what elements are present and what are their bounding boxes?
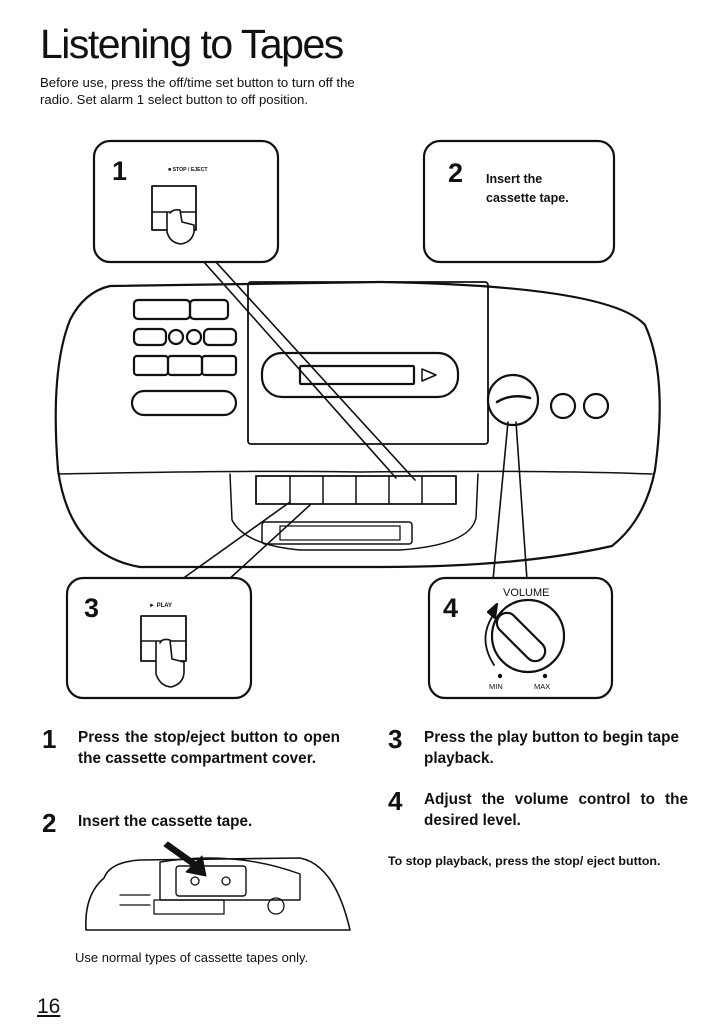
insert-arrow-icon: [163, 841, 207, 877]
page-number: 16: [37, 995, 61, 1018]
panel-4: [427, 576, 614, 700]
cassette-window: [247, 281, 489, 445]
control-button: [200, 354, 238, 377]
panel-3-label: ► PLAY: [149, 603, 172, 609]
intro-text: Before use, press the off/time set butto…: [40, 75, 355, 107]
panel-4-number: 4: [443, 593, 458, 623]
control-button: [130, 389, 238, 417]
speaker-dot: [582, 392, 610, 420]
step-3: 3 Press the play button to begin tape pl…: [388, 724, 688, 769]
hand-icon: [155, 638, 185, 688]
volume-min-label: MIN: [489, 682, 503, 691]
step-number: 3: [388, 724, 403, 754]
cassette-caption: Use normal types of cassette tapes only.: [75, 950, 309, 965]
panel-3-number: 3: [84, 593, 99, 623]
control-button: [188, 298, 230, 321]
panel-2-text-line1: Insert the: [486, 172, 542, 186]
speaker-dot: [549, 392, 577, 420]
cassette-radio-small: [85, 857, 351, 931]
control-button: [166, 354, 204, 377]
control-button: [132, 354, 170, 377]
step-2: 2 Insert the cassette tape.: [42, 808, 340, 838]
step-text: Press the play button to begin tape play…: [424, 729, 679, 767]
panel-1: [92, 139, 280, 264]
panel-1-number: 1: [112, 156, 127, 186]
step-text: Insert the cassette tape.: [78, 813, 253, 830]
step-text: Press the stop/eject button to open the …: [78, 729, 340, 767]
control-button: [132, 327, 168, 347]
volume-knob: [486, 373, 540, 427]
stop-playback-note: To stop playback, press the stop/ eject …: [388, 854, 661, 868]
control-button: [202, 327, 238, 347]
panel-3: [65, 576, 253, 700]
panel-2: [422, 139, 616, 264]
step-number: 2: [42, 808, 57, 838]
step-1: 1 Press the stop/eject button to open th…: [42, 724, 340, 769]
hand-icon: [166, 209, 195, 245]
volume-dial: [490, 598, 566, 674]
control-button: [132, 298, 192, 321]
panel-2-number: 2: [448, 158, 463, 188]
control-button: [185, 328, 203, 346]
step-text: Adjust the volume control to the desired…: [424, 791, 688, 829]
volume-label: VOLUME: [503, 587, 549, 599]
display-window: [260, 351, 460, 399]
radio-body: [54, 280, 661, 569]
step-4: 4 Adjust the volume control to the desir…: [388, 786, 688, 831]
step-number: 1: [42, 724, 57, 754]
panel-1-label: ■ STOP / EJECT: [168, 167, 208, 173]
volume-max-label: MAX: [534, 682, 550, 691]
control-button: [167, 328, 185, 346]
step-number: 4: [388, 786, 403, 816]
panel-2-text-line2: cassette tape.: [486, 191, 569, 205]
page-title: Listening to Tapes: [40, 21, 344, 67]
